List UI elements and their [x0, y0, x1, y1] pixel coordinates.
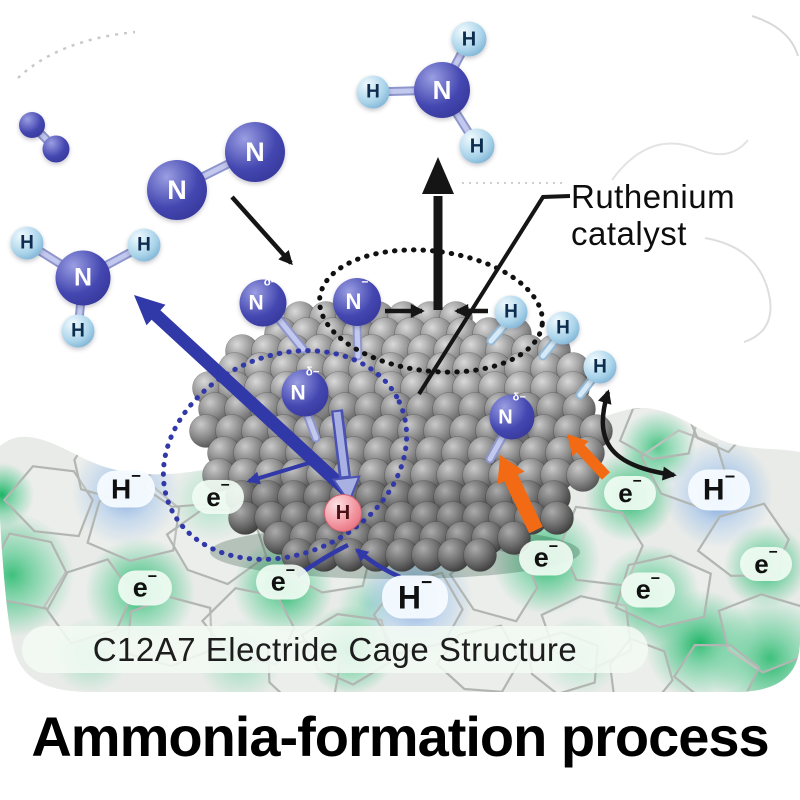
- catalyst-label: Ruthenium catalyst: [571, 178, 735, 252]
- hydride-ion-label: H−: [688, 468, 750, 511]
- black-arrows: [230, 157, 677, 481]
- electron-label: e−: [192, 478, 244, 514]
- hydride-to-surface-arrow: [355, 548, 401, 580]
- n-atom: N: [55, 250, 111, 306]
- h-atom: H: [127, 228, 161, 262]
- n-atom: [42, 135, 70, 163]
- adsorbed-h-atom: H: [494, 295, 528, 329]
- reaction-zone-ellipse-blue: [160, 348, 410, 562]
- n-atom: N: [414, 62, 470, 118]
- n-migration-arrow-head: [331, 475, 361, 505]
- faint-background-lines: [17, 15, 799, 343]
- electron-injection-arrow-small: [567, 434, 610, 480]
- catalyst-label-line1: Ruthenium: [571, 178, 736, 215]
- orange-arrows: [497, 434, 610, 534]
- reaction-zone-ellipse-black: [317, 247, 545, 375]
- electron-injection-arrow-large: [497, 455, 543, 534]
- h-atom: H: [451, 21, 487, 57]
- n-atom: N: [225, 122, 285, 182]
- n-minus-atom: N−: [333, 276, 381, 326]
- nh3-desorption-arrow: [134, 295, 351, 495]
- n2-adsorption-arrow: [230, 195, 293, 266]
- electron-label: e−: [519, 539, 573, 576]
- catalyst-pointer-line: [417, 194, 571, 396]
- hydride-ion-label: H−: [97, 468, 155, 508]
- electron-label: e−: [604, 474, 656, 510]
- adsorbed-h-atom: H: [546, 311, 580, 345]
- adsorbed-h-atom: H: [583, 350, 617, 384]
- electron-transfer-arrow: [246, 460, 313, 485]
- h-atom: H: [61, 314, 95, 348]
- interface-hydride-atom: H: [324, 494, 362, 532]
- electron-label: e−: [621, 571, 675, 608]
- electron-label: e−: [256, 563, 310, 600]
- h-atom: H: [356, 75, 390, 109]
- catalyst-label-line2: catalyst: [571, 215, 687, 252]
- h-hydride-exchange-arrow: [598, 389, 677, 481]
- n-atom: N: [147, 160, 207, 220]
- hydride-ion-label: H−: [382, 573, 448, 619]
- electron-label: e−: [118, 569, 172, 606]
- cage-structure-banner: C12A7 Electride Cage Structure: [22, 626, 648, 673]
- h-atom: H: [459, 128, 495, 164]
- h-atom: H: [10, 226, 44, 260]
- diagram-title: Ammonia-formation process: [31, 705, 769, 768]
- n-atom: [19, 112, 45, 138]
- nh3-release-arrow-head: [422, 157, 454, 194]
- electron-label: e−: [740, 545, 792, 581]
- n-migration-arrow-fill: [333, 411, 349, 477]
- blue-arrows: [134, 295, 401, 580]
